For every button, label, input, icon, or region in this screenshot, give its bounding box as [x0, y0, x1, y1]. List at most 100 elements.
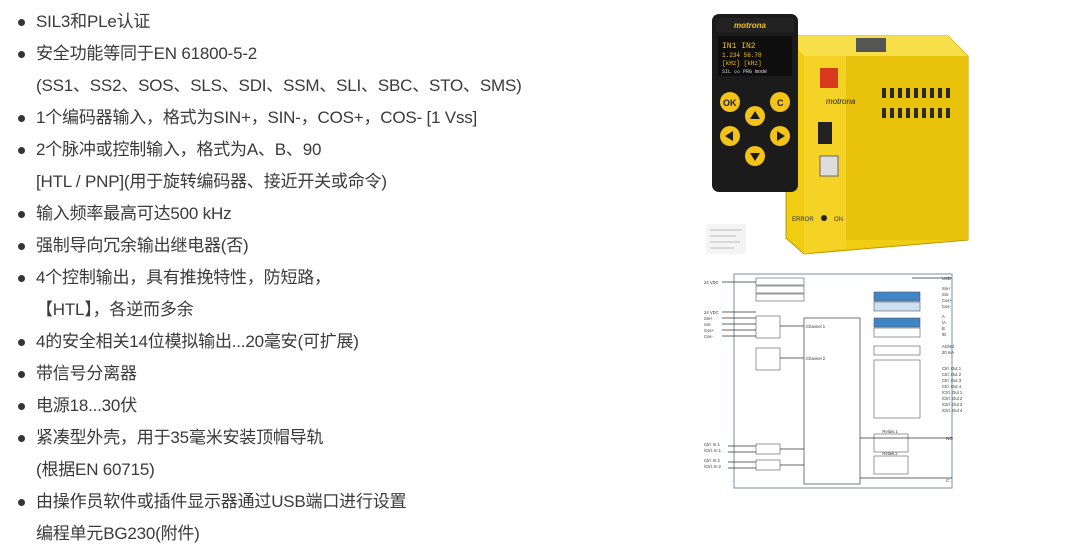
feature-item: 2个脉冲或控制输入，格式为A、B、90 [14, 134, 654, 166]
feature-text: 2个脉冲或控制输入，格式为A、B、90 [36, 140, 322, 159]
sincos-box [755, 347, 781, 371]
left-terminal-label: 24 VDC [704, 310, 719, 315]
right-terminal-label: USB [942, 276, 951, 281]
right-terminal-label: /Ctrl. Out 2 [942, 396, 963, 401]
feature-text: SIL3和PLe认证 [36, 12, 151, 31]
display-line-3: [kHz] [kHz] [722, 60, 762, 67]
display-line-2: 1.234 56.78 [722, 52, 762, 59]
relay-box [873, 433, 909, 453]
right-terminal-label: /Ctrl. Out 4 [942, 408, 963, 413]
feature-item: 1个编码器输入，格式为SIN+，SIN-，COS+，COS- [1 Vss] [14, 102, 654, 134]
ctrl-in-label: /Ctrl. In 1 [704, 448, 722, 453]
relay-label: Relais 2 [882, 451, 898, 456]
left-terminal-label: 24 VDC [704, 280, 719, 285]
feature-item: 由操作员软件或插件显示器通过USB端口进行设置 [14, 486, 654, 518]
right-terminal-label: A [942, 314, 945, 319]
feature-text: 强制导向冗余输出继电器(否) [36, 236, 249, 255]
right-terminal-label: AGND [942, 344, 954, 349]
feature-item-continuation: [HTL / PNP](用于旋转编码器、接近开关或命令) [14, 166, 654, 198]
bullet-icon [18, 115, 25, 122]
right-block [873, 301, 921, 312]
feature-text: 1个编码器输入，格式为SIN+，SIN-，COS+，COS- [1 Vss] [36, 108, 478, 127]
feature-item: 输入频率最高可达500 kHz [14, 198, 654, 230]
product-photo: ERROR ON motrona motrona IN1 IN2 1.234 5… [706, 14, 969, 255]
right-block [873, 359, 921, 419]
feature-item-continuation: 【HTL】，各逆而多余 [14, 294, 654, 326]
right-terminal-label: /B [942, 332, 946, 337]
right-terminal-label: Ctrl. Out 4 [942, 384, 962, 389]
feature-text: 由操作员软件或插件显示器通过USB端口进行设置 [36, 492, 407, 511]
feature-item: 4的安全相关14位模拟输出...20毫安(可扩展) [14, 326, 654, 358]
right-terminal-label: Sin- [942, 292, 950, 297]
feature-text: 4个控制输出，具有推挽特性，防短路， [36, 268, 331, 287]
feature-item-continuation: 编程单元BG230(附件) [14, 518, 654, 550]
display-line-1: IN1 IN2 [722, 42, 756, 51]
c-label: C [946, 478, 950, 483]
left-terminal-label: Sin- [704, 322, 712, 327]
right-terminal-label: Cos- [942, 304, 951, 309]
feature-text: 4的安全相关14位模拟输出...20毫安(可扩展) [36, 332, 359, 351]
relay-label: Relais 1 [882, 429, 898, 434]
bullet-icon [18, 147, 25, 154]
feature-text: (SS1、SS2、SOS、SLS、SDI、SSM、SLI、SBC、STO、SMS… [36, 76, 522, 95]
feature-text: (根据EN 60715) [36, 460, 155, 479]
right-terminal-label: /Ctrl. Out 1 [942, 390, 963, 395]
right-terminal-label: Ctrl. Out 2 [942, 372, 962, 377]
right-terminal-label: B [942, 326, 945, 331]
feature-text: 带信号分离器 [36, 364, 137, 383]
brand-logo-side: motrona [826, 97, 856, 106]
ctrl-in-label: Ctrl. In 1 [704, 442, 720, 447]
channel-label: Channel 1 [806, 324, 826, 329]
status-error-label: ERROR [792, 217, 814, 223]
supply-box [755, 277, 805, 286]
feature-text: 【HTL】，各逆而多余 [36, 300, 194, 319]
bullet-icon [18, 243, 25, 250]
bullet-icon [18, 499, 25, 506]
bullet-icon [18, 339, 25, 346]
bullet-icon [18, 403, 25, 410]
status-on-label: ON [834, 217, 843, 223]
no-label: NO [946, 436, 953, 441]
key-c: C [777, 98, 784, 108]
display-line-4: SIL ◇◇ PRG mode [722, 69, 767, 75]
feature-item-continuation: (SS1、SS2、SOS、SLS、SDI、SSM、SLI、SBC、STO、SMS… [14, 70, 654, 102]
right-terminal-label: Ctrl. Out 1 [942, 366, 962, 371]
feature-item: 4个控制输出，具有推挽特性，防短路， [14, 262, 654, 294]
feature-text: 输入频率最高可达500 kHz [36, 204, 232, 223]
supply-box [755, 285, 805, 294]
right-block [873, 345, 921, 356]
supply-box [755, 293, 805, 302]
sincos-box [755, 315, 781, 339]
feature-text: 安全功能等同于EN 61800-5-2 [36, 44, 258, 63]
feature-text: 电源18...30伏 [36, 396, 137, 415]
right-block [873, 291, 921, 302]
feature-list: SIL3和PLe认证安全功能等同于EN 61800-5-2 (SS1、SS2、SO… [14, 6, 654, 550]
right-terminal-label: Cos+ [942, 298, 952, 303]
relay-box [873, 455, 909, 475]
left-terminal-label: Cos- [704, 334, 713, 339]
bullet-icon [18, 275, 25, 282]
right-terminal-label: Sin+ [942, 286, 951, 291]
bullet-icon [18, 19, 25, 26]
key-ok: OK [723, 98, 737, 108]
left-terminal-label: Sin+ [704, 316, 713, 321]
feature-item: 紧凑型外壳，用于35毫米安装顶帽导轨 [14, 422, 654, 454]
right-terminal-label: Ctrl. Out 3 [942, 378, 962, 383]
channel-label: Channel 2 [806, 356, 826, 361]
right-terminal-label: /Ctrl. Out 3 [942, 402, 963, 407]
feature-item: 强制导向冗余输出继电器(否) [14, 230, 654, 262]
left-terminal-label: Cos+ [704, 328, 714, 333]
pnp-box [755, 443, 781, 455]
right-terminal-label: /A [942, 320, 946, 325]
feature-item: 安全功能等同于EN 61800-5-2 [14, 38, 654, 70]
ctrl-in-label: /Ctrl. In 2 [704, 464, 722, 469]
feature-text: [HTL / PNP](用于旋转编码器、接近开关或命令) [36, 172, 387, 191]
feature-text: 紧凑型外壳，用于35毫米安装顶帽导轨 [36, 428, 324, 447]
bullet-icon [18, 371, 25, 378]
right-terminal-label: 20 mA [942, 350, 954, 355]
feature-text: 编程单元BG230(附件) [36, 524, 200, 543]
feature-item: SIL3和PLe认证 [14, 6, 654, 38]
right-block [873, 327, 921, 338]
bullet-icon [18, 435, 25, 442]
